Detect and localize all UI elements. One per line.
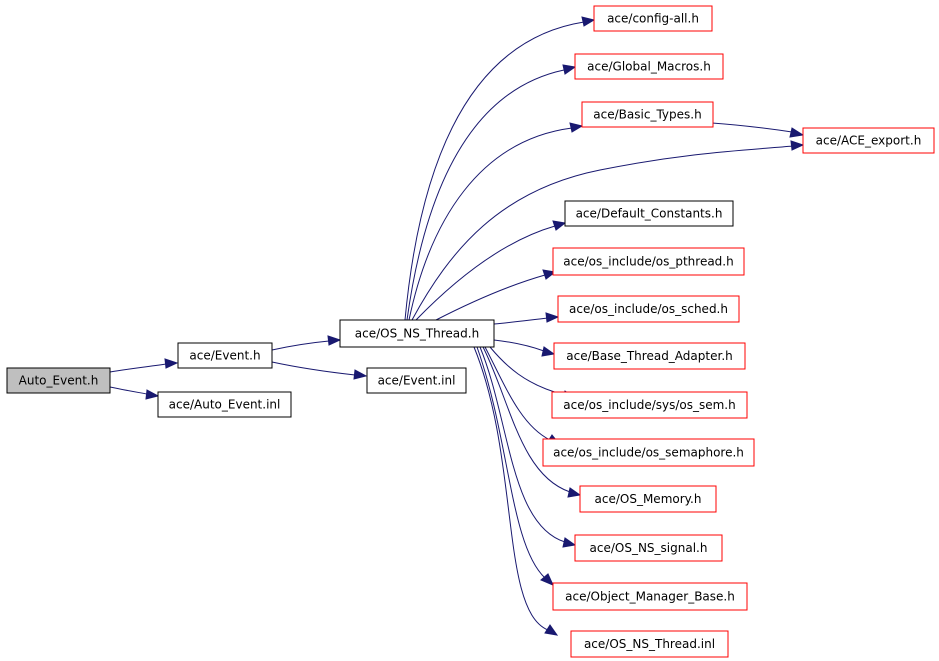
arrow-thread-to-os-memory — [567, 487, 582, 498]
edge-thread-to-os-memory — [482, 346, 571, 493]
node-label-os-memory-h: ace/OS_Memory.h — [595, 492, 702, 506]
edge-thread-to-base-thread-adapter — [493, 339, 545, 352]
node-label-event-inl: ace/Event.inl — [378, 374, 456, 388]
node-auto-event-h: Auto_Event.h — [6, 367, 111, 394]
arrow-thread-to-os-ns-thread-inl — [544, 624, 559, 636]
arrow-thread-to-default-constants — [552, 220, 567, 231]
node-label-event-h: ace/Event.h — [189, 349, 260, 363]
arrow-thread-to-basic-types — [569, 122, 584, 133]
node-label-os-pthread-h: ace/os_include/os_pthread.h — [563, 255, 733, 269]
arrow-event-h-to-os-ns-thread-h — [327, 335, 342, 346]
edge-thread-to-os-semaphore — [484, 346, 551, 441]
edge-basic-types-to-ace-export — [711, 122, 793, 133]
edge-auto-event-to-auto-event-inl — [109, 386, 148, 395]
arrow-thread-to-global-macros — [562, 64, 577, 75]
node-auto-event-inl[interactable]: ace/Auto_Event.inl — [157, 391, 292, 418]
node-label-auto-event-inl: ace/Auto_Event.inl — [169, 398, 281, 412]
arrow-basic-types-to-ace-export — [789, 127, 805, 138]
node-label-os-ns-thread-inl: ace/OS_NS_Thread.inl — [584, 637, 715, 651]
node-global-macros-h[interactable]: ace/Global_Macros.h — [574, 53, 724, 80]
node-default-constants-h[interactable]: ace/Default_Constants.h — [564, 200, 734, 227]
node-event-inl[interactable]: ace/Event.inl — [366, 367, 467, 394]
node-label-os-semaphore-h: ace/os_include/os_semaphore.h — [553, 446, 744, 460]
node-label-auto-event-h: Auto_Event.h — [19, 374, 99, 388]
node-event-h[interactable]: ace/Event.h — [177, 342, 273, 369]
edge-auto-event-to-event-h — [109, 363, 167, 373]
node-label-base-thread-adapter-h: ace/Base_Thread_Adapter.h — [566, 349, 732, 363]
edge-thread-to-basic-types — [408, 127, 573, 321]
node-label-default-constants-h: ace/Default_Constants.h — [576, 207, 723, 221]
node-label-os-sched-h: ace/os_include/os_sched.h — [569, 302, 728, 316]
node-basic-types-h[interactable]: ace/Basic_Types.h — [581, 101, 714, 128]
node-os-pthread-h[interactable]: ace/os_include/os_pthread.h — [552, 247, 745, 276]
arrow-thread-to-object-manager-base — [540, 573, 554, 586]
node-base-thread-adapter-h[interactable]: ace/Base_Thread_Adapter.h — [553, 342, 746, 370]
node-os-sched-h[interactable]: ace/os_include/os_sched.h — [557, 295, 740, 323]
edge-thread-to-os-ns-thread-inl — [473, 346, 549, 631]
node-ace-export-h[interactable]: ace/ACE_export.h — [802, 127, 935, 154]
node-os-ns-thread-inl[interactable]: ace/OS_NS_Thread.inl — [570, 630, 729, 658]
edge-thread-to-default-constants — [415, 225, 556, 321]
arrow-thread-to-ace-export — [790, 140, 805, 151]
edge-thread-to-ace-export — [411, 145, 794, 321]
arrow-thread-to-os-sched — [545, 312, 560, 323]
node-label-global-macros-h: ace/Global_Macros.h — [587, 60, 711, 74]
node-object-manager-base-h[interactable]: ace/Object_Manager_Base.h — [552, 582, 748, 611]
node-label-os-sem-h: ace/os_include/sys/os_sem.h — [563, 398, 735, 412]
node-label-config-all-h: ace/config-all.h — [607, 12, 699, 26]
node-label-os-ns-thread-h: ace/OS_NS_Thread.h — [355, 327, 479, 341]
node-config-all-h[interactable]: ace/config-all.h — [593, 5, 713, 32]
nodes: Auto_Event.h ace/Event.h ace/Auto_Event.… — [6, 5, 935, 658]
node-os-ns-signal-h[interactable]: ace/OS_NS_signal.h — [574, 534, 723, 562]
edge-thread-to-global-macros — [406, 69, 565, 321]
node-label-os-ns-signal-h: ace/OS_NS_signal.h — [590, 541, 708, 555]
arrow-thread-to-config-all — [581, 16, 596, 27]
arrow-thread-to-os-ns-signal — [562, 537, 577, 548]
edge-thread-to-os-ns-signal — [479, 346, 566, 543]
edge-thread-to-os-pthread — [435, 274, 546, 321]
edges — [109, 16, 805, 636]
edge-event-h-to-event-inl — [271, 361, 356, 376]
node-os-memory-h[interactable]: ace/OS_Memory.h — [579, 485, 717, 513]
node-label-ace-export-h: ace/ACE_export.h — [816, 134, 922, 148]
arrow-event-h-to-event-inl — [353, 369, 368, 380]
arrow-auto-event-to-event-h — [164, 358, 179, 369]
arrow-auto-event-to-auto-event-inl — [145, 389, 160, 400]
node-os-ns-thread-h[interactable]: ace/OS_NS_Thread.h — [339, 319, 495, 348]
edge-thread-to-os-sched — [493, 317, 549, 325]
edge-thread-to-config-all — [404, 21, 585, 321]
node-label-object-manager-base-h: ace/Object_Manager_Base.h — [565, 590, 735, 604]
arrow-thread-to-os-pthread — [542, 269, 557, 280]
arrow-thread-to-base-thread-adapter — [541, 346, 556, 357]
edge-thread-to-object-manager-base — [476, 346, 546, 579]
edge-event-h-to-os-ns-thread-h — [271, 340, 330, 351]
node-os-sem-h[interactable]: ace/os_include/sys/os_sem.h — [551, 391, 748, 419]
node-label-basic-types-h: ace/Basic_Types.h — [593, 108, 701, 122]
node-os-semaphore-h[interactable]: ace/os_include/os_semaphore.h — [542, 438, 755, 467]
